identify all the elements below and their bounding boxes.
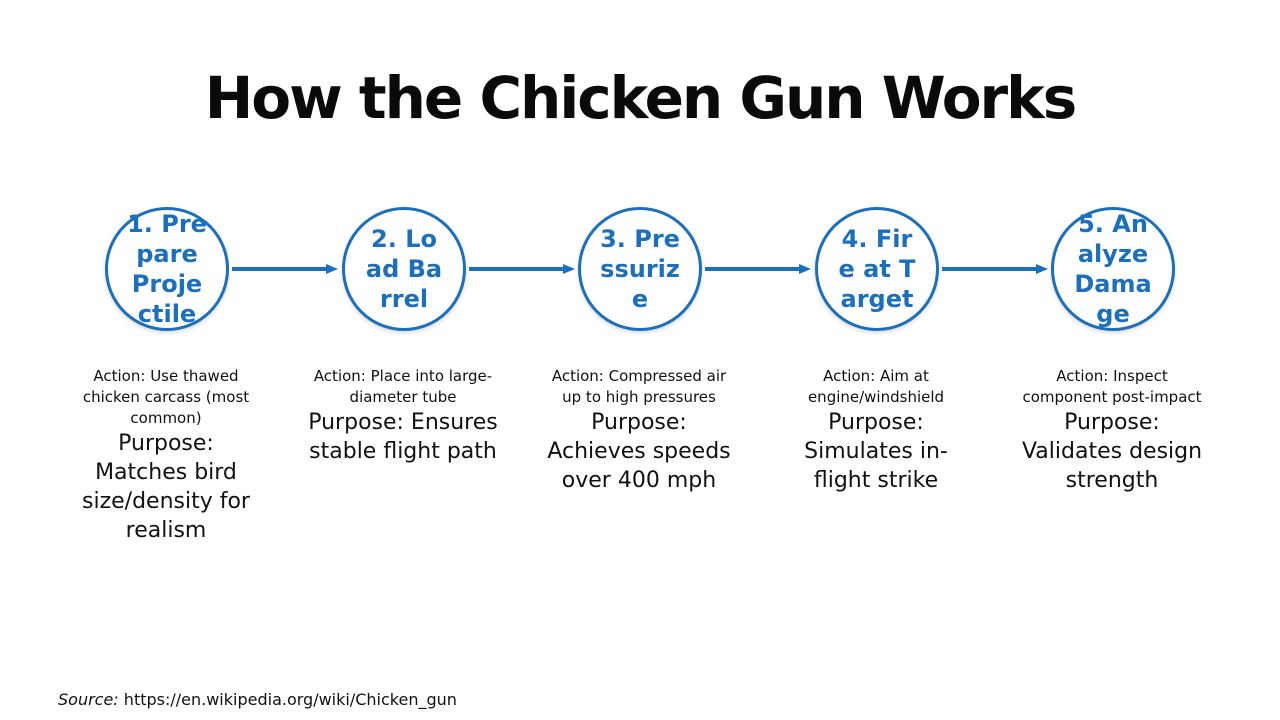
step-3-description: Action: Compressed air up to high pressu…	[544, 366, 734, 495]
step-2-description: Action: Place into large-diameter tube P…	[308, 366, 498, 466]
step-1-description: Action: Use thawed chicken carcass (most…	[71, 366, 261, 545]
arrow-2-to-3	[469, 264, 575, 274]
arrow-1-to-2	[232, 264, 338, 274]
step-1-purpose: Purpose: Matches bird size/density for r…	[82, 431, 250, 543]
step-3-action: Action: Compressed air up to high pressu…	[551, 367, 727, 406]
step-5-description: Action: Inspect component post-impact Pu…	[1017, 366, 1207, 495]
step-1-circle: 1. Prepare Projectile	[105, 207, 229, 331]
source-label: Source:	[58, 690, 119, 709]
step-5-label: 5. Analyze Damage	[1074, 210, 1152, 328]
source-url: https://en.wikipedia.org/wiki/Chicken_gu…	[123, 690, 457, 709]
step-4-action: Action: Aim at engine/windshield	[807, 367, 945, 406]
step-2-purpose: Purpose: Ensures stable flight path	[308, 410, 498, 464]
step-2-label: 2. Load Barrel	[365, 225, 443, 313]
arrow-3-to-4	[705, 264, 811, 274]
step-5-purpose: Purpose: Validates design strength	[1021, 410, 1203, 493]
arrow-4-to-5	[942, 264, 1048, 274]
step-4-label: 4. Fire at Target	[838, 225, 916, 313]
step-3-label: 3. Pressurize	[600, 225, 680, 313]
step-4-purpose: Purpose: Simulates in-flight strike	[804, 410, 948, 493]
step-4-circle: 4. Fire at Target	[815, 207, 939, 331]
source-citation: Source: https://en.wikipedia.org/wiki/Ch…	[58, 690, 457, 709]
step-1-action: Action: Use thawed chicken carcass (most…	[82, 367, 250, 427]
step-4-description: Action: Aim at engine/windshield Purpose…	[781, 366, 971, 495]
step-2-circle: 2. Load Barrel	[342, 207, 466, 331]
step-1-label: 1. Prepare Projectile	[127, 210, 207, 328]
step-3-circle: 3. Pressurize	[578, 207, 702, 331]
step-2-action: Action: Place into large-diameter tube	[313, 367, 493, 406]
page-title: How the Chicken Gun Works	[204, 64, 1078, 132]
step-3-purpose: Purpose: Achieves speeds over 400 mph	[547, 410, 731, 493]
step-5-action: Action: Inspect component post-impact	[1022, 367, 1202, 406]
step-5-circle: 5. Analyze Damage	[1051, 207, 1175, 331]
